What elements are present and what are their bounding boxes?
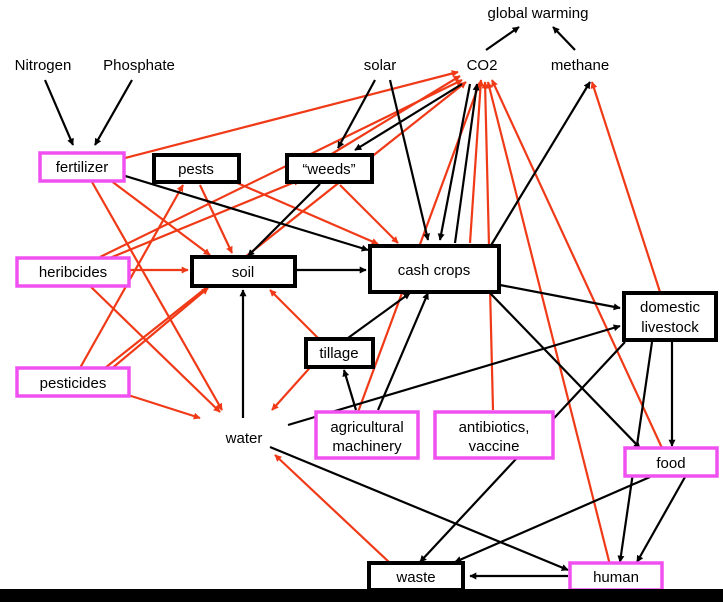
edge-cash-crops-methane [489, 81, 591, 248]
edge-food-waste [454, 475, 651, 564]
edge-water-livestock [287, 324, 621, 427]
node-pesticides: pesticides [15, 366, 131, 398]
edge-pests-soil [199, 184, 233, 254]
node-waste: waste [367, 561, 465, 592]
edge-tillage-soil [269, 289, 319, 339]
edge-fertilizer-water [91, 181, 223, 411]
node-food-label: food [656, 455, 685, 472]
edge-heribcides-water [89, 285, 221, 413]
edge-tillage-water [271, 361, 316, 411]
edge-weeds-co2 [329, 75, 461, 156]
edge-food-co2 [491, 79, 663, 449]
node-fertilizer: fertilizer [38, 151, 126, 183]
node-pests-label: pests [178, 161, 214, 178]
node-cash-crops: cash crops [368, 244, 501, 294]
edge-pesticides-water [127, 393, 201, 420]
edge-fertilizer-co2 [124, 70, 459, 160]
edge-co2-weeds [354, 83, 463, 151]
edge-weeds-cash-crops [339, 184, 399, 244]
node-heribcides: heribcides [15, 256, 131, 288]
edge-methane-global-warming [552, 26, 576, 51]
node-domestic-livestock-line2: livestock [641, 319, 699, 336]
node-agricultural-machinery-line2: machinery [332, 438, 402, 455]
node-tillage: tillage [304, 337, 375, 369]
edge-solar-cash-crops [388, 79, 430, 241]
edge-food-human [636, 476, 686, 563]
red-arrows [79, 70, 663, 566]
node-antibiotics-vaccine: antibiotics, vaccine [433, 410, 555, 460]
edge-cash-crops-livestock [499, 283, 621, 311]
node-agricultural-machinery-line1: agricultural [330, 419, 403, 436]
node-antibiotics-vaccine-line1: antibiotics, [459, 419, 530, 436]
node-food: food [623, 446, 719, 478]
edge-cash-crops-food [489, 292, 641, 449]
node-weeds-label: “weeds” [302, 161, 355, 178]
edge-heribcides-weeds [99, 178, 301, 264]
node-solar: solar [364, 57, 397, 74]
node-nitrogen: Nitrogen [15, 57, 72, 74]
edge-fertilizer-cash-crops [121, 173, 369, 252]
edge-solar-weeds [337, 79, 376, 149]
node-human: human [568, 561, 664, 592]
node-tillage-label: tillage [319, 345, 358, 362]
edge-waste-water [274, 454, 391, 564]
node-heribcides-label: heribcides [39, 264, 107, 281]
node-antibiotics-vaccine-line2: vaccine [469, 438, 520, 455]
edge-tillage-cash-crops [347, 292, 411, 339]
edge-weeds-soil [247, 183, 321, 257]
node-weeds: “weeds” [285, 153, 374, 184]
edge-pesticides-soil [109, 287, 209, 371]
node-soil-label: soil [232, 264, 255, 281]
node-waste-label: waste [395, 569, 435, 586]
edge-pesticides-pests [79, 184, 184, 369]
edge-phosphate-fertilizer [94, 79, 133, 146]
bottom-bar [0, 589, 723, 602]
node-phosphate: Phosphate [103, 57, 175, 74]
edge-human-co2 [486, 81, 612, 566]
node-human-label: human [593, 569, 639, 586]
edge-water-human [269, 445, 569, 572]
edge-cash-crops-co2-black [453, 83, 480, 244]
edge-machinery-tillage [342, 369, 358, 411]
node-global-warming: global warming [488, 5, 589, 22]
node-cash-crops-label: cash crops [398, 262, 471, 279]
node-agricultural-machinery: agricultural machinery [314, 410, 420, 460]
edge-cash-crops-co2 [468, 79, 485, 244]
edge-nitrogen-fertilizer [43, 79, 75, 146]
node-methane: methane [551, 57, 609, 74]
node-domestic-livestock: domestic livestock [622, 291, 718, 342]
node-pests: pests [152, 153, 241, 184]
edge-pests-cash-crops [234, 180, 379, 246]
black-arrows [43, 26, 686, 580]
node-co2: CO2 [467, 57, 498, 74]
node-domestic-livestock-line1: domestic [640, 299, 701, 316]
edge-fertilizer-soil [109, 179, 211, 256]
edge-co2-global-warming [485, 26, 520, 51]
node-soil: soil [190, 255, 297, 288]
node-fertilizer-label: fertilizer [56, 159, 109, 176]
edge-machinery-cash-crops [376, 292, 430, 411]
edge-co2-cash-crops [437, 83, 472, 241]
node-water: water [225, 430, 263, 447]
node-pesticides-label: pesticides [40, 375, 107, 392]
edge-livestock-methane [590, 81, 662, 293]
